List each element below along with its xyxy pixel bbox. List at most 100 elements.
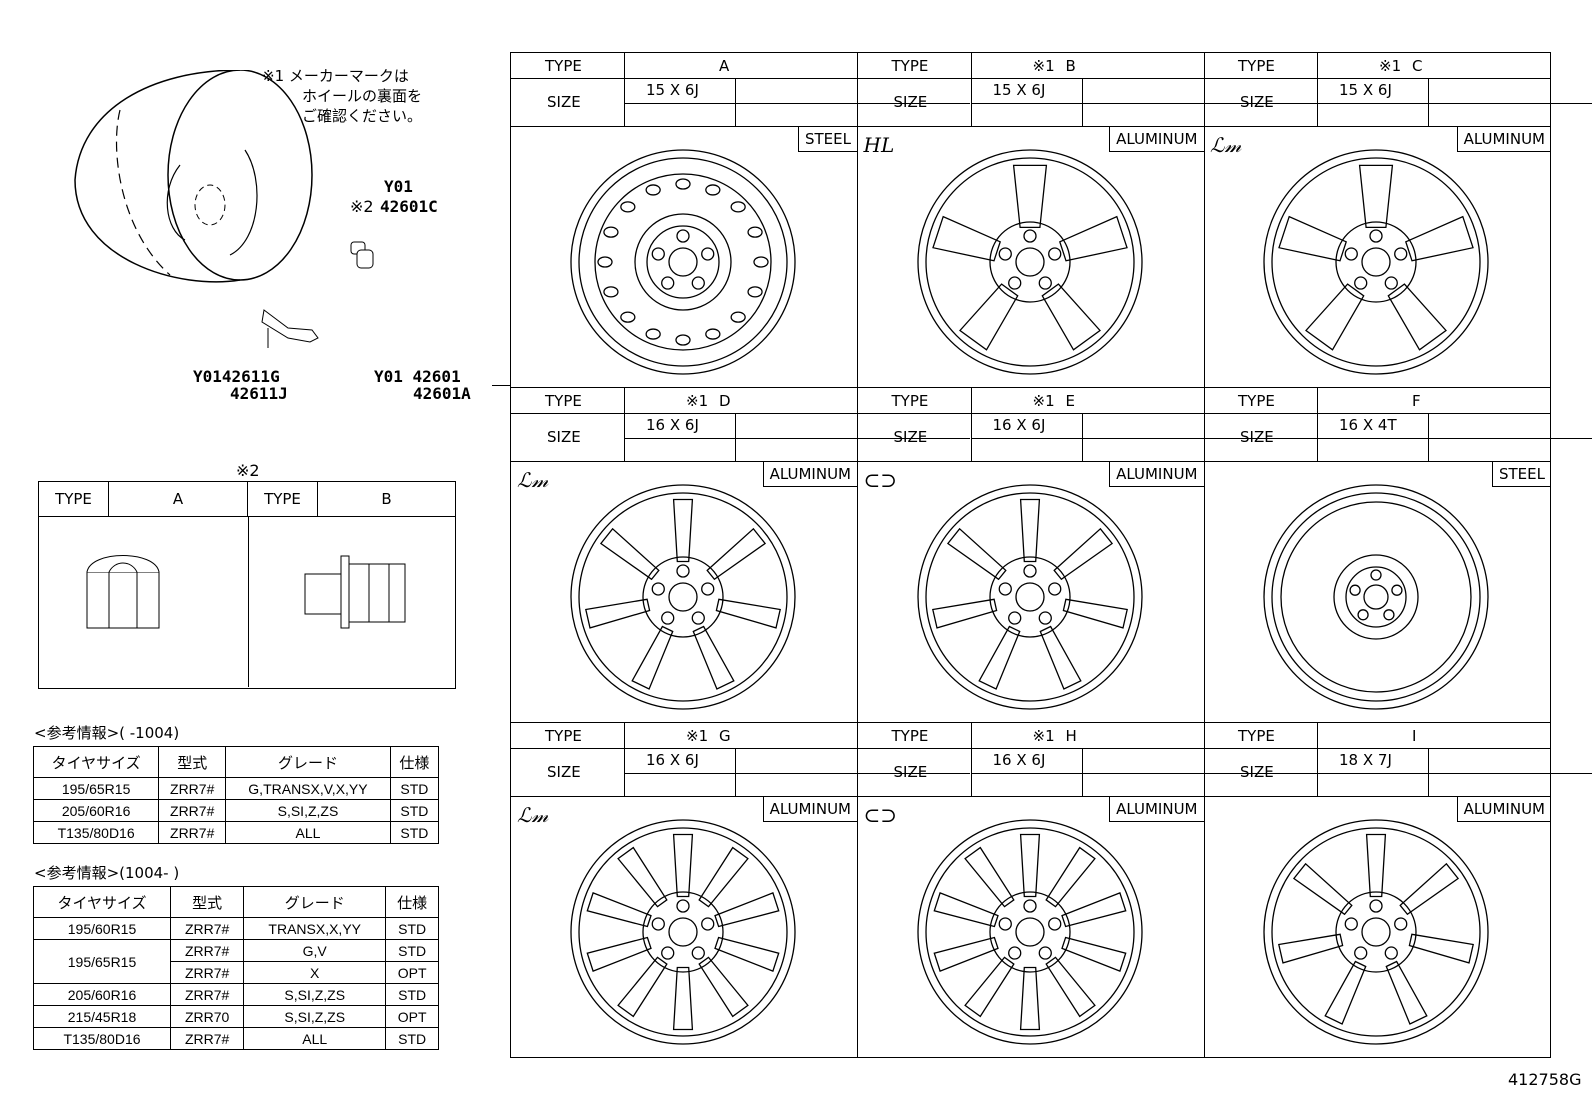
cap-part-number: 42601C [380, 197, 438, 216]
wheel-assembly-illustration [74, 70, 313, 283]
lug-nut-b-icon [304, 555, 406, 629]
nut-table-title: ※2 [236, 461, 260, 480]
ref2-cell: 195/60R15 [32, 917, 172, 940]
type-value: C [1412, 57, 1423, 75]
wheel-drawing [916, 484, 1143, 710]
size-value: 16 X 6J [992, 416, 1046, 434]
material-label: ALUMINUM [1109, 127, 1204, 152]
header-line [1204, 78, 1551, 79]
ref1-cell: T135/80D16 [32, 821, 160, 844]
type-label: TYPE [1238, 392, 1275, 410]
size-label: SIZE [1240, 763, 1274, 781]
header-line [1204, 461, 1551, 462]
type-value: G [719, 727, 731, 745]
type-mark: ※1 [1032, 392, 1055, 410]
brand-logo: ⊂⊃ [863, 468, 898, 492]
type-value: I [1412, 727, 1417, 745]
ref1-cell: ZRR7# [158, 799, 227, 822]
ref2-header-tire: タイヤサイズ [32, 886, 172, 918]
material-label: ALUMINUM [762, 462, 857, 487]
ref2-cell: STD [385, 939, 439, 962]
header-line [511, 461, 857, 462]
wheel-drawing [1263, 484, 1489, 710]
ref2-cell: S,SI,Z,ZS [243, 983, 387, 1006]
material-label: ALUMINUM [1109, 462, 1204, 487]
size-label: SIZE [1240, 93, 1274, 111]
note-line-1: ※1 メーカーマークは [262, 67, 409, 85]
ref2-cell: S,SI,Z,ZS [243, 1005, 387, 1028]
brand-logo: ℒ𝓂 [1210, 133, 1242, 157]
material-label: ALUMINUM [1109, 797, 1204, 822]
wheel-part-2: 42601A [413, 384, 471, 403]
size-label: SIZE [547, 93, 581, 111]
size-value: 16 X 6J [646, 751, 699, 769]
ref1-header-grade: グレード [225, 746, 391, 778]
ref2-cell: ZRR7# [170, 983, 245, 1006]
wheel-drawing [916, 819, 1143, 1045]
header-line [857, 748, 1204, 749]
nut-type-label-b: TYPE [248, 482, 318, 517]
type-mark: ※1 [1379, 57, 1402, 75]
ref2-caption: <参考情報>(1004- ) [34, 864, 180, 882]
maker-mark-note: ※1 メーカーマークは ホイールの裏面を ご確認ください。 [262, 66, 422, 126]
type-mark: ※1 [686, 727, 709, 745]
type-mark: ※1 [1032, 727, 1055, 745]
type-mark: ※1 [686, 392, 709, 410]
brand-logo: ℒ𝓂 [517, 468, 549, 492]
ref2-cell: OPT [385, 1005, 439, 1028]
wheel-drawing [1263, 819, 1489, 1045]
size-value: 15 X 6J [646, 81, 699, 99]
type-label: TYPE [891, 57, 929, 75]
size-line [1317, 438, 1592, 439]
header-line [857, 126, 1204, 127]
header-line [511, 748, 857, 749]
type-label: TYPE [545, 57, 582, 75]
header-divider [1317, 723, 1318, 796]
header-line [1204, 413, 1551, 414]
type-value: E [1065, 392, 1075, 410]
ref1-cell: STD [389, 799, 440, 822]
ref1-header-tire: タイヤサイズ [32, 746, 160, 778]
header-line [1204, 748, 1551, 749]
size-value: 16 X 4T [1339, 416, 1397, 434]
brand-logo: ℒ𝓂 [517, 803, 549, 827]
header-divider [970, 53, 972, 126]
wheel-cell-e: TYPE SIZE ※1 E 16 X 6J ALUMINUM ⊂⊃ [857, 388, 1317, 723]
ref1-cell: ZRR7# [158, 777, 227, 800]
wheel-part-1: Y01 42601 [374, 367, 461, 386]
header-divider [970, 388, 972, 461]
ref2-cell: ZRR7# [170, 961, 245, 984]
ref2-header-grade: グレード [243, 886, 387, 918]
ref2-cell: ZRR7# [170, 939, 245, 962]
type-label: TYPE [1238, 57, 1275, 75]
cap-nut-a-icon [86, 555, 160, 629]
material-label: ALUMINUM [1456, 127, 1551, 152]
header-line [857, 796, 1204, 797]
material-label: ALUMINUM [1456, 797, 1551, 822]
size-line [970, 103, 1317, 104]
size-label: SIZE [893, 428, 928, 446]
header-line [511, 796, 857, 797]
size-label: SIZE [893, 93, 928, 111]
wheel-drawing [1263, 149, 1489, 375]
ref2-cell: 205/60R16 [32, 983, 172, 1006]
ref1-cell: G,TRANSX,V,X,YY [225, 777, 391, 800]
size-label: SIZE [547, 428, 581, 446]
ref1-cell: 205/60R16 [32, 799, 160, 822]
type-label: TYPE [545, 727, 582, 745]
ref1-cell: STD [389, 821, 440, 844]
ref2-cell: STD [385, 917, 439, 940]
type-mark: ※1 [1032, 57, 1055, 75]
ref2-header-spec: 仕様 [385, 886, 439, 918]
